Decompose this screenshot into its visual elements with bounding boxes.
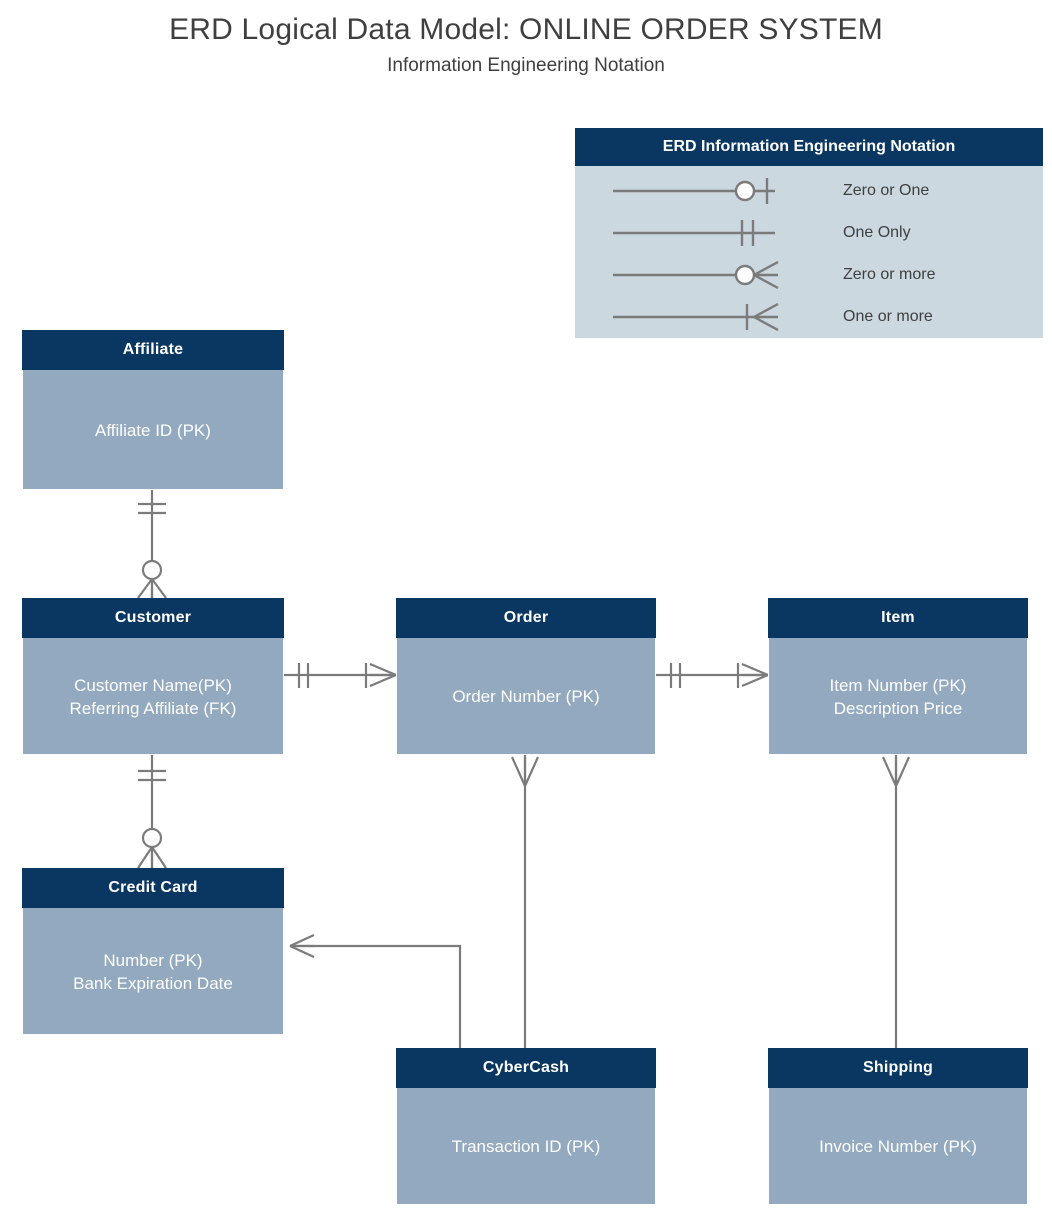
page-title: ERD Logical Data Model: ONLINE ORDER SYS…	[169, 13, 883, 46]
attribute: Bank Expiration Date	[73, 973, 233, 993]
entity-order-title: Order	[396, 598, 656, 638]
attribute: Number (PK)	[103, 950, 203, 970]
entity-customer[interactable]: Customer Customer Name(PK) Referring Aff…	[22, 598, 284, 755]
one-or-more-icon	[575, 296, 815, 338]
zero-or-one-icon	[575, 170, 815, 212]
attribute: Referring Affiliate (FK)	[69, 698, 237, 718]
attribute: Order Number (PK)	[452, 687, 600, 706]
entity-credit-card[interactable]: Credit Card Number (PK) Bank Expiration …	[22, 868, 284, 1035]
page-subtitle: Information Engineering Notation	[387, 55, 665, 76]
entity-cybercash[interactable]: CyberCash Transaction ID (PK)	[396, 1048, 656, 1205]
legend-label: Zero or One	[843, 182, 930, 199]
entity-credit-card-title: Credit Card	[22, 868, 284, 908]
entity-affiliate-attributes: Affiliate ID (PK)	[22, 370, 284, 490]
legend-row-one-only: One Only	[575, 212, 1043, 254]
connector-order-item	[656, 662, 769, 688]
legend-row-one-or-more: One or more	[575, 296, 1043, 338]
attribute: Transaction ID (PK)	[451, 1137, 601, 1156]
entity-affiliate[interactable]: Affiliate Affiliate ID (PK)	[22, 330, 284, 490]
entity-item-attributes: Item Number (PK) Description Price	[768, 638, 1028, 755]
legend-label: Zero or more	[843, 266, 936, 283]
attribute: Invoice Number (PK)	[819, 1137, 977, 1156]
entity-affiliate-title: Affiliate	[22, 330, 284, 370]
entity-shipping-title: Shipping	[768, 1048, 1028, 1088]
entity-order[interactable]: Order Order Number (PK)	[396, 598, 656, 755]
legend-row-zero-or-one: Zero or One	[575, 170, 1043, 212]
zero-or-more-icon	[575, 254, 815, 296]
entity-cybercash-attributes: Transaction ID (PK)	[396, 1088, 656, 1205]
connector-item-shipping	[881, 755, 911, 1048]
connector-customer-creditcard	[137, 755, 167, 869]
legend-label: One Only	[843, 224, 911, 241]
legend-panel: ERD Information Engineering Notation Zer…	[575, 128, 1043, 338]
legend-label: One or more	[843, 308, 933, 325]
attribute: Affiliate ID (PK)	[95, 420, 211, 440]
legend-row-zero-or-more: Zero or more	[575, 254, 1043, 296]
attribute: Customer Name(PK)	[74, 675, 232, 695]
connector-creditcard-cybercash	[289, 934, 462, 1048]
legend-title: ERD Information Engineering Notation	[575, 128, 1043, 166]
attribute: Description Price	[833, 698, 963, 718]
entity-customer-title: Customer	[22, 598, 284, 638]
entity-order-attributes: Order Number (PK)	[396, 638, 656, 755]
entity-shipping-attributes: Invoice Number (PK)	[768, 1088, 1028, 1205]
connector-customer-order	[284, 662, 397, 688]
connector-order-cybercash	[510, 755, 540, 1048]
entity-credit-card-attributes: Number (PK) Bank Expiration Date	[22, 908, 284, 1035]
entity-item-title: Item	[768, 598, 1028, 638]
one-only-icon	[575, 212, 815, 254]
connector-affiliate-customer	[137, 490, 167, 599]
entity-shipping[interactable]: Shipping Invoice Number (PK)	[768, 1048, 1028, 1205]
entity-customer-attributes: Customer Name(PK) Referring Affiliate (F…	[22, 638, 284, 755]
entity-cybercash-title: CyberCash	[396, 1048, 656, 1088]
attribute: Item Number (PK)	[829, 675, 967, 695]
entity-item[interactable]: Item Item Number (PK) Description Price	[768, 598, 1028, 755]
